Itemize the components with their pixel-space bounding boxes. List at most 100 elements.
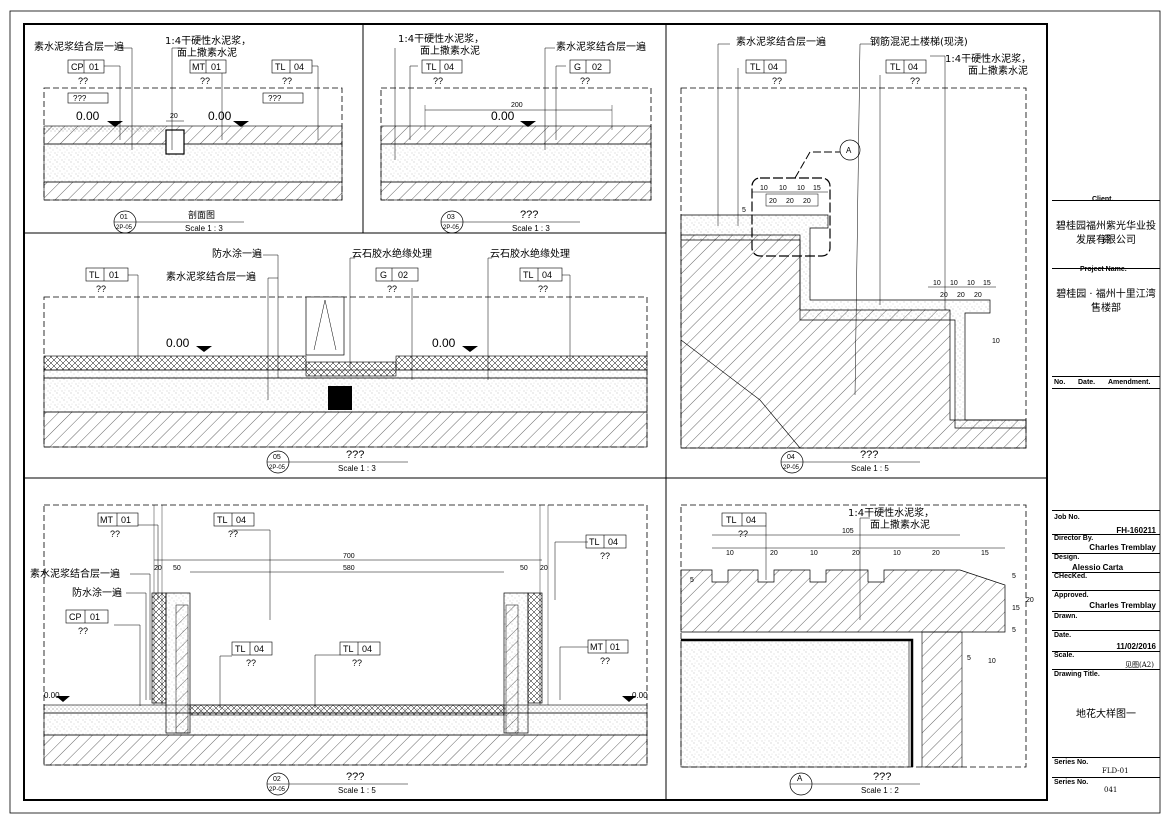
p02-tag-code-5: TL — [235, 644, 246, 654]
pA-dt-2: 20 — [770, 550, 778, 557]
pA-scale: Scale 1 : 2 — [861, 786, 899, 795]
p04-side: 5 — [742, 207, 746, 214]
p02-ref: 2P-05 — [269, 787, 286, 793]
pA-dt-7: 15 — [981, 550, 989, 557]
p02-dim-5: 50 — [520, 565, 528, 572]
project-name-1: 碧桂园 · 福州十里江湾 — [1056, 289, 1156, 300]
p05-title: ??? — [346, 449, 364, 461]
project-name-2: 售楼部 — [1091, 303, 1121, 314]
p03-dim: 200 — [511, 102, 523, 109]
p02-label-2: 防水涂一遍 — [72, 586, 122, 599]
p05-tag-num-3: 04 — [542, 270, 552, 280]
amend-no: No. — [1054, 379, 1066, 386]
pA-dr-3: 5 — [1012, 627, 1016, 634]
date-value: 11/02/2016 — [1116, 642, 1156, 651]
scale-label: Scale. — [1054, 652, 1075, 659]
design-value: Alessio Carta — [1072, 563, 1124, 572]
p05-label-3: 云石胶水绝缘处理 — [352, 247, 432, 260]
p02-tag-code-3: TL — [589, 537, 600, 547]
p02-label-1: 素水泥浆结合层一遍 — [30, 567, 120, 580]
p04-callout: A — [846, 146, 852, 155]
p04-db-1: 20 — [769, 198, 777, 205]
p01-tag-num-2: 01 — [211, 62, 221, 72]
p05-tag-q-3: ?? — [538, 284, 548, 294]
p04-ref: 2P-05 — [783, 465, 800, 471]
p02-tag-code-7: MT — [590, 642, 603, 652]
section-02: 0.00 0.00 700 580 20 50 50 20 素水泥浆结合层一遍 … — [30, 504, 648, 796]
approved-value: Charles Tremblay — [1089, 601, 1156, 610]
client-label: Client. — [1092, 196, 1114, 203]
job-value: FH-160211 — [1116, 526, 1156, 535]
pA-ds-2: 10 — [988, 658, 996, 665]
section-01: 素水泥浆结合层一遍 1:4干硬性水泥浆， 面上撒素水泥 CP 01 ?? MT … — [34, 34, 343, 234]
director-value: Charles Tremblay — [1089, 543, 1156, 552]
p02-tag-code-4: CP — [69, 612, 82, 622]
section-04: A 10 10 10 15 20 20 20 5 10 10 10 15 20 … — [680, 35, 1031, 474]
p04-tag-num-2: 04 — [908, 62, 918, 72]
p01-elev-2: 0.00 — [208, 109, 232, 123]
p01-title: 剖面图 — [188, 209, 215, 221]
series-label: Series No. — [1054, 759, 1089, 766]
section-05: 0.00 0.00 防水涂一遍 素水泥浆结合层一遍 云石胶水绝缘处理 云石胶水绝… — [43, 247, 648, 474]
detail-A: 105 10 20 10 20 10 20 15 5 15 5 20 5 5 1… — [680, 504, 1034, 796]
pA-tag-code: TL — [726, 515, 737, 525]
p05-id: 05 — [273, 454, 281, 461]
pA-dt-4: 20 — [852, 550, 860, 557]
p02-tag-num-1: 01 — [121, 515, 131, 525]
pA-dr-4: 20 — [1026, 597, 1034, 604]
p02-dim-4: 50 — [173, 565, 181, 572]
p04-dt2-2: 10 — [950, 280, 958, 287]
pA-dt-5: 10 — [893, 550, 901, 557]
p02-tag-q-7: ?? — [600, 656, 610, 666]
pA-id: A — [797, 774, 803, 783]
p02-elev-1: 0.00 — [44, 691, 60, 700]
p05-label-1: 防水涂一遍 — [212, 247, 262, 260]
pA-dr-2: 15 — [1012, 605, 1020, 612]
p05-ref: 2P-05 — [269, 465, 286, 471]
checked-label: CHecKed. — [1054, 573, 1088, 580]
p03-scale: Scale 1 : 3 — [512, 224, 550, 233]
p03-tag-code-2: G — [574, 62, 581, 72]
p02-tag-num-2: 04 — [236, 515, 246, 525]
p03-elev: 0.00 — [491, 109, 515, 123]
director-label: Director By. — [1054, 535, 1094, 542]
approved-label: Approved. — [1054, 592, 1089, 599]
p04-dt-1: 10 — [760, 185, 768, 192]
p02-dim-6: 20 — [540, 565, 548, 572]
series-label-2: Series No. — [1054, 779, 1089, 786]
p01-tag-q-3: ?? — [282, 76, 292, 86]
p03-label-1: 1:4干硬性水泥浆， — [398, 32, 484, 45]
pA-title: ??? — [873, 771, 891, 783]
p02-tag-num-3: 04 — [608, 537, 618, 547]
p04-scale: Scale 1 : 5 — [851, 464, 889, 473]
p01-label-2: 1:4干硬性水泥浆， — [165, 34, 251, 47]
p04-label-3: 1:4干硬性水泥浆， — [945, 52, 1031, 65]
p03-tag-q-1: ?? — [433, 76, 443, 86]
p02-tag-code-6: TL — [343, 644, 354, 654]
job-label: Job No. — [1054, 514, 1080, 521]
p03-tag-num-2: 02 — [592, 62, 602, 72]
p01-tag-num-1: 01 — [89, 62, 99, 72]
p01-tag-code-3: TL — [275, 62, 286, 72]
p04-db2-3: 20 — [974, 292, 982, 299]
p04-db-3: 20 — [803, 198, 811, 205]
p03-id: 03 — [447, 214, 455, 221]
p03-label-3: 素水泥浆结合层一遍 — [556, 40, 646, 53]
pA-dt-6: 20 — [932, 550, 940, 557]
pA-label-1: 1:4干硬性水泥浆， — [848, 506, 934, 519]
p02-title: ??? — [346, 771, 364, 783]
client-name-1: 碧桂园福州紫光华业投资 — [1056, 221, 1156, 246]
p02-tag-q-2: ?? — [228, 529, 238, 539]
pA-dt-3: 10 — [810, 550, 818, 557]
p04-title: ??? — [860, 449, 878, 461]
p03-label-2: 面上撒素水泥 — [420, 44, 480, 57]
p02-tag-q-4: ?? — [78, 626, 88, 636]
p01-box-2: ??? — [268, 94, 282, 103]
p04-tag-q-2: ?? — [910, 76, 920, 86]
p05-tag-code-3: TL — [523, 270, 534, 280]
drawing-title: 地花大样图一 — [1076, 709, 1136, 720]
p02-scale: Scale 1 : 5 — [338, 786, 376, 795]
p05-tag-q-2: ?? — [387, 284, 397, 294]
scale-value: 见图(A2) — [1125, 661, 1154, 669]
p04-tag-code-1: TL — [750, 62, 761, 72]
